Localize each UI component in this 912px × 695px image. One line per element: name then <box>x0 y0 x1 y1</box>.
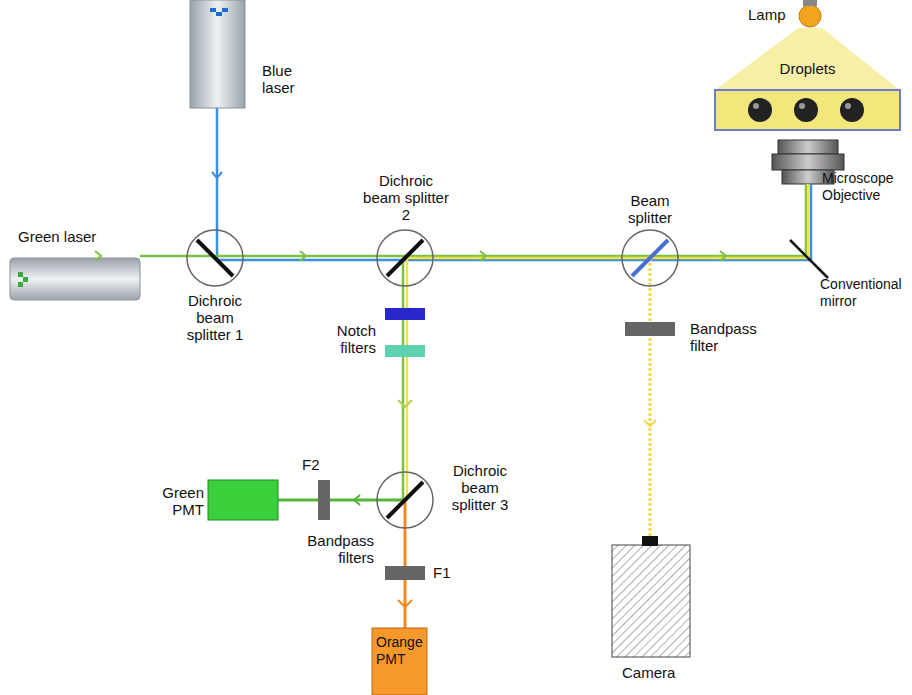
component-label: Green laser <box>18 228 138 245</box>
component-label: Microscope Objective <box>822 170 908 204</box>
notch-filter-blue <box>385 308 425 320</box>
dichroic-beam-splitter-1 <box>187 230 243 286</box>
filter-f1 <box>385 566 425 580</box>
component-label: Lamp <box>748 6 798 23</box>
component-label: F1 <box>433 564 463 581</box>
component-label: Notch filters <box>316 322 376 356</box>
component-label: Blue laser <box>262 62 312 96</box>
sample-node: Droplets <box>715 60 900 130</box>
lamp-bulb <box>799 5 821 27</box>
notch-filter-green <box>385 345 425 357</box>
component-label: Bandpass filter <box>690 320 770 354</box>
component-label: Orange PMT <box>376 634 426 668</box>
droplet-chip <box>715 90 900 130</box>
filter-f2 <box>318 480 330 520</box>
camera-body <box>612 545 690 657</box>
green-pmt <box>208 480 278 520</box>
dichroic-beam-splitter-2 <box>377 230 433 286</box>
bandpass-filter <box>625 322 675 336</box>
green-laser-body <box>10 258 140 300</box>
beam-direction-marks <box>95 172 726 607</box>
laser-beams <box>140 108 811 628</box>
lamp-light <box>715 28 900 90</box>
beam-splitter <box>622 230 678 286</box>
conventional-mirror <box>790 240 828 278</box>
component-label: Bandpass filters <box>282 532 374 566</box>
node-text: Droplets <box>715 60 900 77</box>
blue-laser-body <box>190 0 245 108</box>
dichroic-beam-splitter-3 <box>377 472 433 528</box>
component-label: Green PMT <box>140 484 204 518</box>
component-label: F2 <box>302 456 332 473</box>
component-label: Dichroic beam splitter 2 <box>362 172 450 223</box>
component-label: Dichroic beam splitter 1 <box>176 292 254 343</box>
orange-pmt <box>372 628 427 695</box>
component-label: Conventional mirror <box>820 276 908 310</box>
component-label: Beam splitter <box>612 192 688 226</box>
component-label: Camera <box>622 664 702 681</box>
component-label: Dichroic beam splitter 3 <box>440 462 520 513</box>
